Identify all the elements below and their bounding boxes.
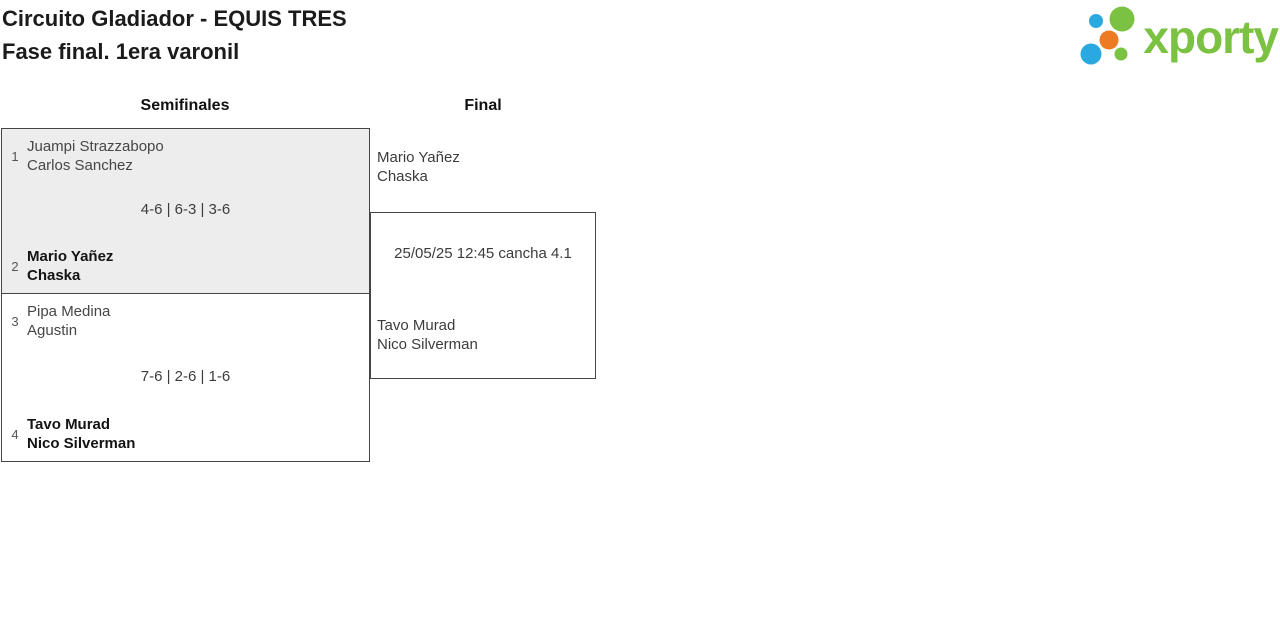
round-header-final: Final [464, 97, 502, 114]
player-name: Mario Yañez [27, 248, 114, 265]
xporty-logo-icon [1080, 6, 1135, 65]
final-match[interactable] [370, 212, 596, 379]
logo-dot-green-small [1114, 47, 1128, 61]
player-name: Juampi Strazzabopo [27, 138, 164, 155]
match-score: 7-6 | 2-6 | 1-6 [140, 367, 231, 385]
player-name: Chaska [377, 168, 428, 185]
final-schedule: 25/05/25 12:45 cancha 4.1 [394, 245, 572, 262]
round-header-semifinals: Semifinales [140, 97, 230, 114]
player-name: Nico Silverman [27, 435, 136, 452]
logo-dot-blue-small [1089, 14, 1104, 28]
tournament-title: Circuito Gladiador - EQUIS TRES [2, 6, 347, 31]
player-name: Mario Yañez [377, 149, 460, 166]
phase-subtitle: Fase final. 1era varonil [2, 39, 240, 64]
seed-number: 3 [11, 313, 19, 329]
xporty-logo: xporty [1079, 3, 1279, 69]
match-score: 4-6 | 6-3 | 3-6 [140, 201, 231, 218]
xporty-wordmark: xporty [1143, 11, 1279, 63]
player-name: Tavo Murad [27, 416, 111, 433]
player-name: Pipa Medina [27, 303, 111, 320]
player-name: Carlos Sanchez [27, 157, 133, 174]
player-name: Agustin [27, 322, 78, 339]
page-title-block: Circuito Gladiador - EQUIS TRES Fase fin… [2, 2, 347, 68]
seed-number: 2 [11, 258, 19, 274]
player-name: Nico Silverman [377, 336, 478, 353]
player-name: Chaska [27, 267, 81, 284]
player-name: Tavo Murad [377, 317, 456, 334]
logo-dot-orange [1099, 30, 1119, 50]
seed-number: 1 [11, 148, 19, 164]
seed-number: 4 [11, 426, 19, 442]
logo-dot-green-large [1109, 6, 1135, 32]
logo-dot-blue-large [1080, 43, 1102, 65]
